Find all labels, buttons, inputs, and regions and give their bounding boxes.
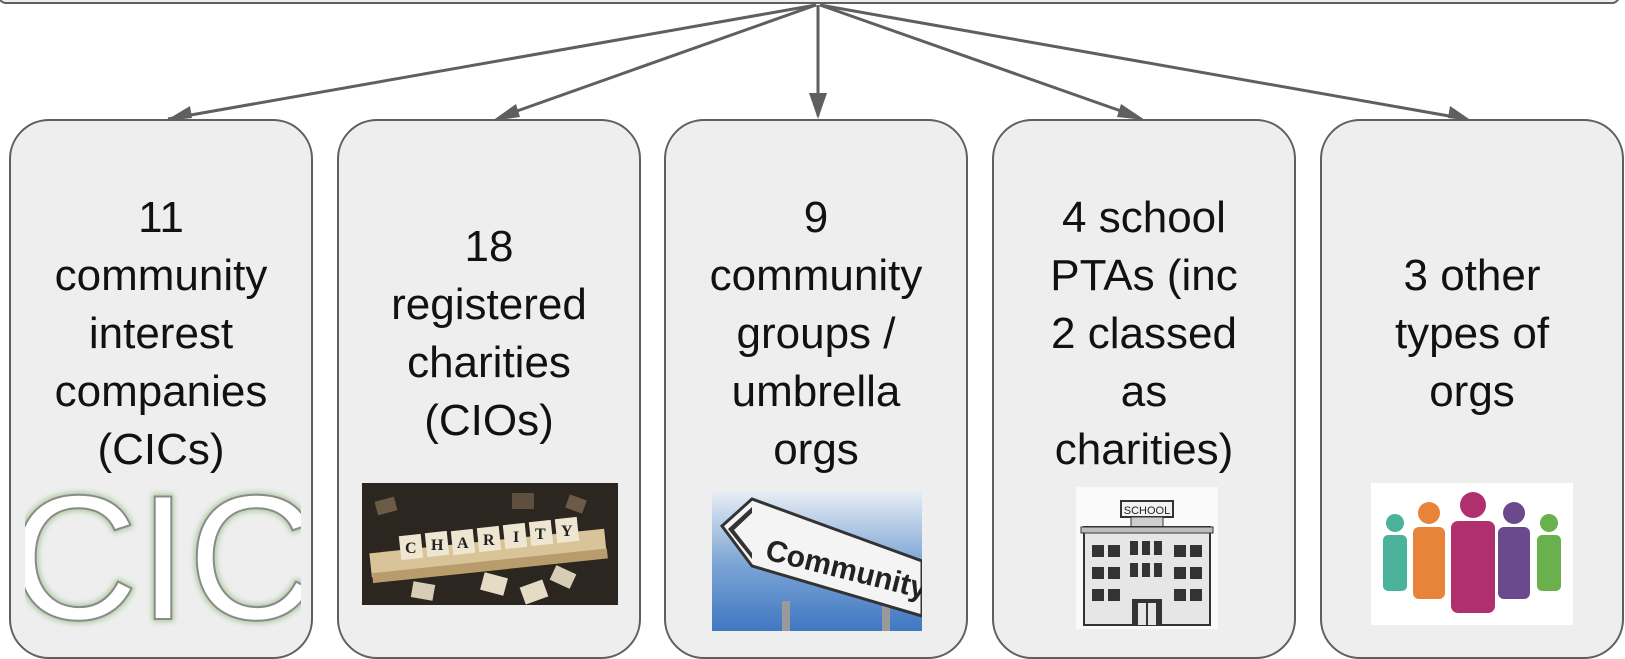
cic-image-text: CIC [25,479,301,629]
school-sign-text: SCHOOL [1124,505,1170,517]
card-other-orgs-label: 3 other types of orgs [1394,251,1550,416]
card-cic: 11 community interest companies (CICs) C… [9,119,313,659]
community-signpost-icon: Community [712,491,922,631]
connector-arrows [165,3,1472,121]
person-purple-icon [1498,502,1530,599]
svg-text:I: I [513,529,519,546]
person-magenta-icon [1451,492,1495,613]
card-cic-label: 11 community interest companies (CICs) [54,193,268,474]
svg-text:H: H [431,537,444,554]
card-school-ptas: 4 school PTAs (inc 2 classed as charitie… [992,119,1296,659]
arrow-to-other [819,3,1467,121]
person-teal-icon [1383,514,1407,591]
arrowhead-charities [492,104,520,121]
svg-text:T: T [535,526,546,543]
arrow-to-charities [499,3,817,119]
arrowhead-cic [165,106,192,121]
svg-text:A: A [457,535,469,552]
svg-text:Y: Y [561,523,573,540]
people-group-icon [1371,483,1573,625]
svg-text:C: C [405,540,417,557]
card-school-ptas-label: 4 school PTAs (inc 2 classed as charitie… [1050,193,1238,474]
cic-image-text-glow: CIC [25,479,301,629]
arrowhead-other [1448,106,1472,121]
card-community-label: 9 community groups / umbrella orgs [709,193,923,474]
school-building-icon: SCHOOL [1076,487,1218,629]
arrowhead-community [809,93,827,119]
person-orange-icon [1413,502,1445,599]
arrow-to-pta [819,3,1139,119]
card-charities-label: 18 registered charities (CIOs) [391,222,587,445]
person-green-icon [1537,514,1561,591]
card-community: 9 community groups / umbrella orgs Commu… [664,119,968,659]
arrowhead-pta [1117,104,1145,120]
card-other-orgs: 3 other types of orgs [1320,119,1624,659]
cic-letters-icon: CIC CIC [25,479,301,629]
svg-text:R: R [483,532,495,549]
arrow-to-cic [167,3,817,121]
